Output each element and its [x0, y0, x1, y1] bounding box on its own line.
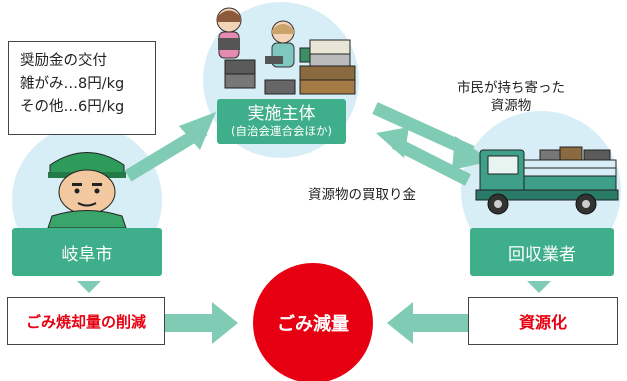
outcome-collector-box: 資源化 — [468, 297, 618, 345]
org-title: 実施主体 — [247, 104, 316, 124]
citizens-flow-label: 市民が持ち寄った 資源物 — [457, 80, 565, 114]
down-arrow-collector — [527, 281, 551, 293]
arrow-left-to-center — [165, 302, 238, 344]
people-illustration-icon — [216, 7, 356, 95]
truck-illustration-icon — [475, 146, 619, 215]
center-label: ごみ減量 — [277, 314, 349, 335]
down-arrow-city — [77, 281, 101, 293]
arrow-collector-to-org — [376, 127, 471, 186]
subsidy-rate-other: その他…6円/kg — [20, 99, 125, 115]
city-label-box: 岐阜市 — [12, 228, 162, 276]
arrow-city-to-org — [124, 112, 216, 182]
collector-label-box: 回収業者 — [470, 228, 614, 276]
subsidy-box: 奨励金の交付 雑がみ…8円/kg その他…6円/kg — [8, 41, 156, 135]
payment-flow-label: 資源物の買取り金 — [308, 187, 416, 203]
org-subtitle: (自治会連合会ほか) — [231, 124, 332, 138]
arrow-right-to-center — [387, 302, 468, 344]
center-circle — [253, 263, 373, 381]
org-label-box: 実施主体 (自治会連合会ほか) — [217, 99, 346, 144]
city-official-illustration-icon — [47, 152, 127, 229]
subsidy-title: 奨励金の交付 — [20, 53, 107, 69]
subsidy-rate-mixed-paper: 雑がみ…8円/kg — [20, 76, 125, 92]
outcome-city-box: ごみ焼却量の削減 — [7, 297, 165, 345]
